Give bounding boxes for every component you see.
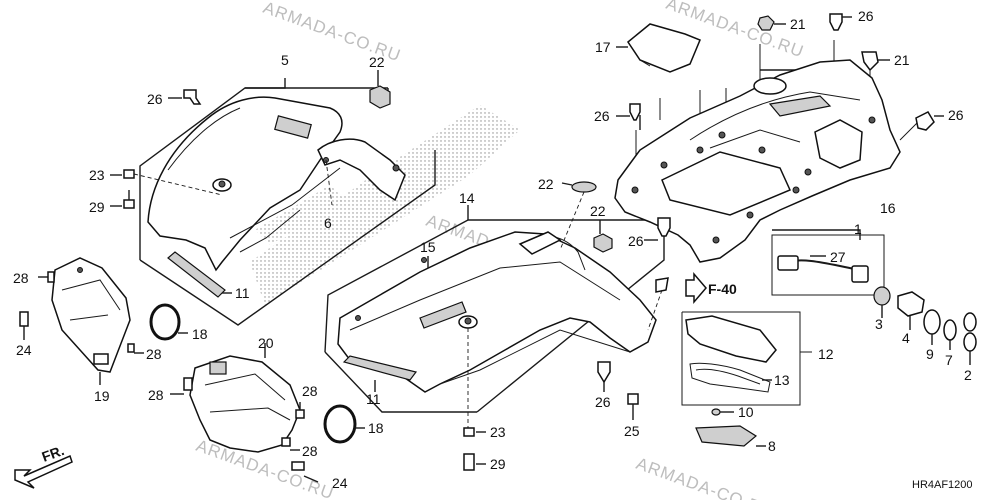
reference-label: F-40 (708, 281, 737, 297)
stipple-area-left (250, 105, 520, 305)
clips-right-top (616, 13, 944, 241)
callout-27: 27 (830, 249, 846, 265)
callout-21-top: 21 (790, 16, 806, 32)
callout-4: 4 (902, 330, 910, 346)
callout-2: 2 (964, 367, 972, 383)
callout-28-a: 28 (13, 270, 29, 286)
callout-11-left: 11 (235, 285, 250, 301)
assembly-14-frame (324, 205, 665, 413)
callout-14: 14 (459, 190, 475, 206)
callout-26-left: 26 (147, 91, 163, 107)
small-parts-right (873, 286, 977, 365)
callout-16: 16 (880, 200, 896, 216)
callout-1: 1 (854, 221, 862, 237)
part-22-nut-center (593, 220, 613, 253)
callout-23-left: 23 (89, 167, 105, 183)
callout-28-c: 28 (148, 387, 164, 403)
callout-22-center: 22 (538, 176, 554, 192)
callout-labels: 5 22 26 23 29 6 11 18 28 24 28 19 20 28 … (13, 8, 972, 491)
callout-3: 3 (875, 316, 883, 332)
callout-26-top: 26 (858, 8, 874, 24)
reference-arrow: F-40 (685, 271, 737, 305)
callout-28-b: 28 (146, 346, 162, 362)
front-direction-arrow: FR. (14, 442, 73, 489)
callout-29-center: 29 (490, 456, 506, 472)
part-11-seal-left (167, 251, 232, 298)
callout-28-e: 28 (302, 443, 318, 459)
part-26-clip-left (168, 89, 202, 105)
callout-8: 8 (768, 438, 776, 454)
callout-26-center: 26 (595, 394, 611, 410)
part-22-nut-top (369, 70, 391, 109)
callout-29-left: 29 (89, 199, 105, 215)
assembly-5-frame (139, 78, 436, 326)
callout-25: 25 (624, 423, 640, 439)
watermark-5: ARMADA-CO.RU (634, 454, 777, 500)
callout-28-d: 28 (302, 383, 318, 399)
callout-26-right: 26 (948, 107, 964, 123)
callout-15: 15 (420, 239, 436, 255)
callout-20: 20 (258, 335, 274, 351)
callout-22-right: 22 (590, 203, 606, 219)
callout-24-a: 24 (16, 342, 32, 358)
part-18-ring-lower (323, 404, 365, 444)
callout-22-top: 22 (369, 54, 385, 70)
part-5-fender (147, 96, 343, 272)
callout-23-center: 23 (490, 424, 506, 440)
part-18-ring-left (149, 303, 188, 341)
bolts-23-29-left (110, 169, 223, 209)
callout-6: 6 (324, 215, 332, 231)
callout-9: 9 (926, 346, 934, 362)
callout-13: 13 (774, 372, 790, 388)
part-20-side-cover (170, 343, 319, 483)
assembly-12 (681, 311, 812, 406)
stipple-area-left-2 (255, 185, 345, 245)
part-14-center-fender (337, 231, 657, 393)
callout-26-rear-left: 26 (594, 108, 610, 124)
part-16-rear-fender (614, 59, 901, 263)
callout-18-lower: 18 (368, 420, 384, 436)
diagram-code: HR4AF1200 (912, 479, 973, 491)
callout-11-center: 11 (366, 391, 381, 407)
part-6-bracket (317, 138, 406, 206)
direction-label: FR. (40, 442, 67, 465)
callout-7: 7 (945, 352, 953, 368)
part-17-cover (616, 23, 701, 73)
part-19-side-cover (19, 257, 144, 385)
part-11-seal-center (342, 355, 418, 392)
assembly-1-harness (771, 229, 885, 296)
callout-24-b: 24 (332, 475, 348, 491)
callout-12: 12 (818, 346, 834, 362)
callout-5: 5 (281, 52, 289, 68)
callout-19: 19 (94, 388, 110, 404)
bolts-center (463, 277, 669, 471)
callout-21-right: 21 (894, 52, 910, 68)
part-22-grommet (559, 181, 597, 251)
callout-17: 17 (595, 39, 611, 55)
callout-26-rear-bottom: 26 (628, 233, 644, 249)
parts-10-8 (695, 408, 766, 447)
callout-18-left: 18 (192, 326, 208, 342)
callout-10: 10 (738, 404, 754, 420)
